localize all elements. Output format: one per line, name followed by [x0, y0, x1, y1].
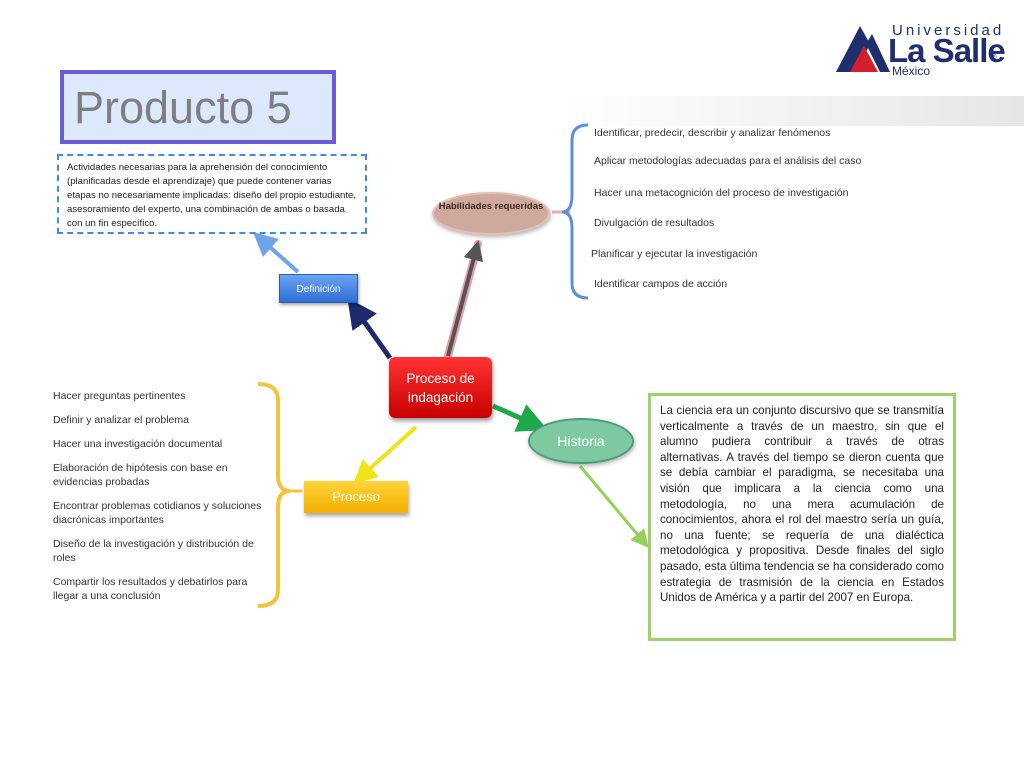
- process-step: Encontrar problemas cotidianos y solucio…: [53, 500, 262, 526]
- skill-item: Identificar, predecir, describir y anali…: [594, 127, 831, 139]
- definition-text: Actividades necesarias para la aprehensi…: [67, 162, 357, 229]
- definition-text-box: Actividades necesarias para la aprehensi…: [57, 154, 367, 234]
- process-step: Hacer preguntas pertinentes: [53, 390, 186, 402]
- arrow-center-to-proceso: [353, 425, 418, 485]
- la-salle-logo-icon: [836, 26, 890, 72]
- arrow-center-to-historia: [491, 403, 548, 432]
- steps-bracket: [257, 382, 291, 608]
- logo-registered: ®: [990, 52, 997, 62]
- logo-mexico: México: [892, 64, 931, 78]
- node-center[interactable]: Proceso de indagación: [389, 357, 492, 418]
- skills-bracket: [561, 123, 589, 300]
- process-step: Compartir los resultados y debatirlos pa…: [53, 576, 248, 602]
- node-historia[interactable]: Historia: [528, 418, 634, 464]
- history-text: La ciencia era un conjunto discursivo qu…: [660, 404, 944, 605]
- arrow-definicion-to-text: [253, 232, 300, 274]
- node-proceso-label: Proceso: [332, 489, 380, 504]
- skill-item: Planificar y ejecutar la investigación: [591, 248, 758, 260]
- node-definicion[interactable]: Definición: [279, 274, 358, 303]
- process-step: Definir y analizar el problema: [53, 414, 189, 426]
- process-step: Elaboración de hipótesis con base en evi…: [53, 462, 228, 488]
- node-habilidades[interactable]: Habilidades requeridas: [432, 192, 550, 235]
- process-step: Hacer una investigación documental: [53, 438, 223, 450]
- page-title: Producto 5: [74, 82, 292, 133]
- node-definicion-label: Definición: [296, 284, 341, 295]
- logo-lasalle: La Salle: [888, 32, 1006, 69]
- node-proceso[interactable]: Proceso: [304, 481, 408, 513]
- skill-item: Hacer una metacognición del proceso de i…: [594, 187, 849, 199]
- arrow-center-to-habilidades: [446, 240, 484, 357]
- arrow-center-to-definicion: [347, 297, 393, 360]
- logo-universidad: Universidad: [892, 22, 1005, 39]
- skill-item: Aplicar metodologías adecuadas para el a…: [594, 155, 862, 167]
- arrow-historia-to-text: [578, 465, 649, 548]
- skill-item: Divulgación de resultados: [594, 217, 715, 229]
- node-historia-label: Historia: [557, 433, 605, 449]
- history-text-box: La ciencia era un conjunto discursivo qu…: [648, 393, 956, 641]
- node-habilidades-label: Habilidades requeridas: [438, 201, 544, 212]
- header-band: [560, 96, 1024, 126]
- node-center-label: Proceso de indagación: [406, 371, 475, 405]
- process-step: Diseño de la investigación y distribució…: [53, 538, 254, 564]
- title-box: Producto 5: [60, 70, 336, 144]
- skill-item: Identificar campos de acción: [594, 278, 728, 290]
